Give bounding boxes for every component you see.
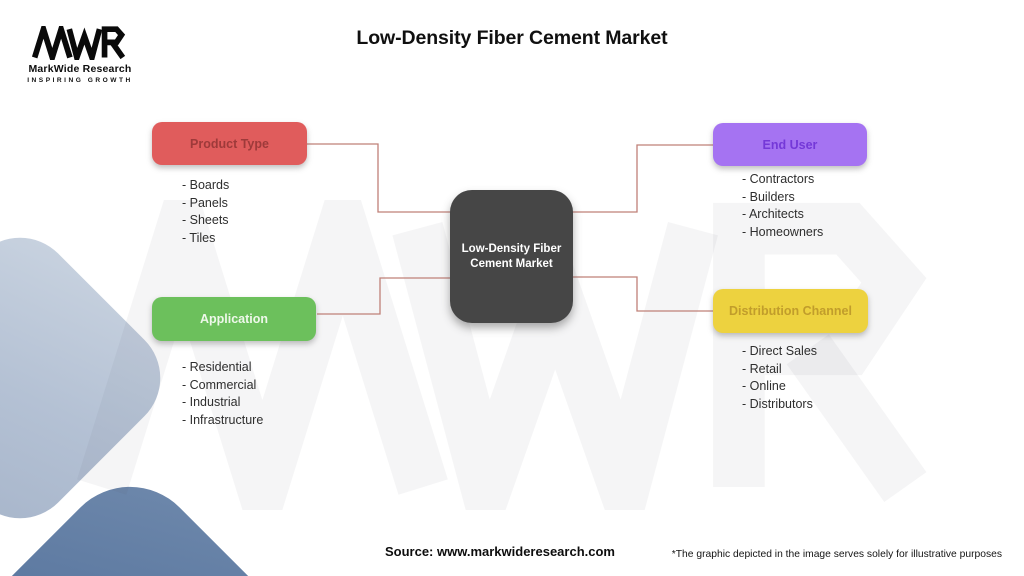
category-label: Application bbox=[199, 312, 269, 326]
list-item: - Contractors bbox=[742, 172, 815, 186]
logo-tagline: INSPIRING GROWTH bbox=[27, 77, 133, 84]
logo-company-name: MarkWide Research bbox=[28, 63, 132, 75]
list-item: - Panels bbox=[182, 195, 228, 210]
list-item: - Infrastructure bbox=[182, 412, 264, 427]
list-item: - Distributors bbox=[742, 396, 813, 411]
category-label: Product Type bbox=[190, 136, 269, 151]
markwide-logo: MarkWide Research INSPIRING GROWTH bbox=[22, 26, 138, 84]
category-label: End User bbox=[762, 137, 818, 152]
category-box-product-type: Product Type bbox=[152, 122, 307, 165]
list-item: - Homeowners bbox=[742, 224, 824, 239]
list-item: - Retail bbox=[742, 361, 782, 376]
page-title: Low-Density Fiber Cement Market bbox=[356, 27, 668, 49]
center-node: Low-Density Fiber Cement Market bbox=[450, 190, 573, 323]
category-list-distribution-channel: - Direct Sales - Retail - Online - Distr… bbox=[742, 343, 817, 413]
connector-distribution-channel bbox=[572, 276, 713, 312]
list-item: - Industrial bbox=[182, 395, 241, 409]
category-list-product-type: - Boards - Panels - Sheets - Tiles bbox=[182, 177, 229, 247]
list-item: - Tiles bbox=[182, 230, 216, 245]
source-text: Source: www.markwideresearch.com bbox=[384, 544, 615, 559]
category-box-application: Application bbox=[152, 297, 316, 341]
list-item: - Boards bbox=[182, 178, 230, 192]
category-box-end-user: End User bbox=[713, 123, 867, 166]
category-label: Distribution Channel bbox=[729, 304, 852, 318]
disclaimer-text: *The graphic depicted in the image serve… bbox=[671, 549, 1002, 560]
category-box-distribution-channel: Distribution Channel bbox=[713, 289, 868, 333]
list-item: - Residential bbox=[182, 360, 252, 374]
list-item: - Builders bbox=[742, 189, 795, 204]
list-item: - Online bbox=[742, 379, 786, 393]
list-item: - Sheets bbox=[182, 213, 229, 227]
connector-application bbox=[317, 277, 451, 315]
center-node-label-line1: Low-Density Fiber bbox=[461, 242, 562, 255]
category-list-end-user: - Contractors - Builders - Architects - … bbox=[742, 171, 823, 241]
list-item: - Architects bbox=[742, 207, 804, 221]
list-item: - Commercial bbox=[182, 377, 257, 392]
category-list-application: - Residential - Commercial - Industrial … bbox=[182, 359, 263, 429]
list-item: - Direct Sales bbox=[742, 344, 818, 358]
connector-end-user bbox=[572, 144, 713, 213]
connector-product-type bbox=[307, 143, 451, 213]
mwr-logo-icon bbox=[22, 26, 138, 60]
center-node-label-line2: Cement Market bbox=[470, 257, 553, 270]
